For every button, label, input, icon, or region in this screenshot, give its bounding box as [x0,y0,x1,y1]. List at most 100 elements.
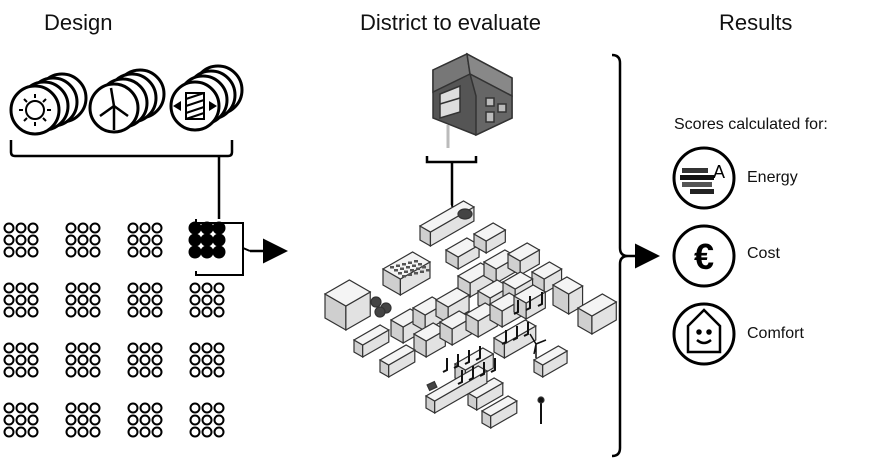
design-dot [151,414,163,426]
design-dot [139,234,151,246]
design-dot [139,246,151,258]
design-dot [201,366,213,378]
design-dot [139,426,151,438]
network-line [537,292,543,307]
design-dot [27,306,39,318]
design-cluster [3,222,39,258]
design-dot [213,402,225,414]
solar-panel [414,260,418,263]
design-dot [151,222,163,234]
design-dot [200,221,214,235]
design-dot [127,222,139,234]
design-dot [89,402,101,414]
design-dot [27,342,39,354]
tank [457,208,473,220]
design-dot [139,354,151,366]
design-cluster [3,342,39,378]
design-dot [201,354,213,366]
design-dot [89,366,101,378]
design-dot [89,342,101,354]
wind-turbine-icon [88,68,166,134]
design-dot [77,294,89,306]
solar-panel [414,272,418,275]
tree [374,306,386,318]
design-dot [77,282,89,294]
design-cluster [65,402,101,438]
design-dot [127,294,139,306]
design-dot [27,222,39,234]
design-dot [213,354,225,366]
comfort-label: Comfort [747,325,804,342]
design-dot [127,306,139,318]
design-dot [139,294,151,306]
district-heading: District to evaluate [360,10,541,35]
solar-panel [426,269,430,272]
network-line [479,362,485,377]
network-line [490,358,496,373]
design-dot [27,246,39,258]
network-line [513,300,519,315]
solar-panel [390,266,394,269]
network-line [457,370,463,385]
district-wind-turbine [529,333,547,358]
design-dot [77,402,89,414]
network-line [475,346,481,361]
network-line [468,366,474,381]
design-dot [15,306,27,318]
building [480,395,519,430]
car [426,380,438,392]
design-dot [27,414,39,426]
design-dot [15,342,27,354]
design-cluster [3,282,39,318]
design-dot [212,245,226,259]
network-line [501,330,507,345]
design-dot [151,306,163,318]
design-dot [201,306,213,318]
network-line [453,354,459,369]
network-line [464,350,470,365]
design-dot [213,426,225,438]
building [472,222,507,255]
design-dot [127,426,139,438]
design-dot [65,222,77,234]
design-cluster [189,342,225,378]
design-dot [188,221,202,235]
design-dot [139,222,151,234]
network-line [512,326,518,341]
design-cluster [189,402,225,438]
building-large [323,279,372,332]
results-heading: Results [719,10,793,35]
design-dot [189,402,201,414]
design-dot [3,306,15,318]
design-dot [15,414,27,426]
design-dot [188,245,202,259]
design-dot [151,426,163,438]
design-dot [65,294,77,306]
design-dot [3,342,15,354]
design-dot [189,282,201,294]
design-dot [3,366,15,378]
design-dot [89,306,101,318]
design-dot [89,282,101,294]
design-dot [127,366,139,378]
design-cluster [127,222,163,258]
design-dot [15,402,27,414]
energy-grade-glyph: A [713,162,725,182]
design-dot [139,402,151,414]
design-dot [213,414,225,426]
house-cutaway-illustration [432,52,513,148]
design-dot [151,294,163,306]
design-dot [3,222,15,234]
design-dot [139,366,151,378]
design-dot [213,282,225,294]
design-dot [201,426,213,438]
design-dot [3,294,15,306]
insulation-icon [169,64,244,132]
solar-panel [402,275,406,278]
design-cluster [189,282,225,318]
design-dot [89,426,101,438]
design-dot [201,414,213,426]
design-dot [3,402,15,414]
building [512,284,547,321]
design-dot [201,342,213,354]
